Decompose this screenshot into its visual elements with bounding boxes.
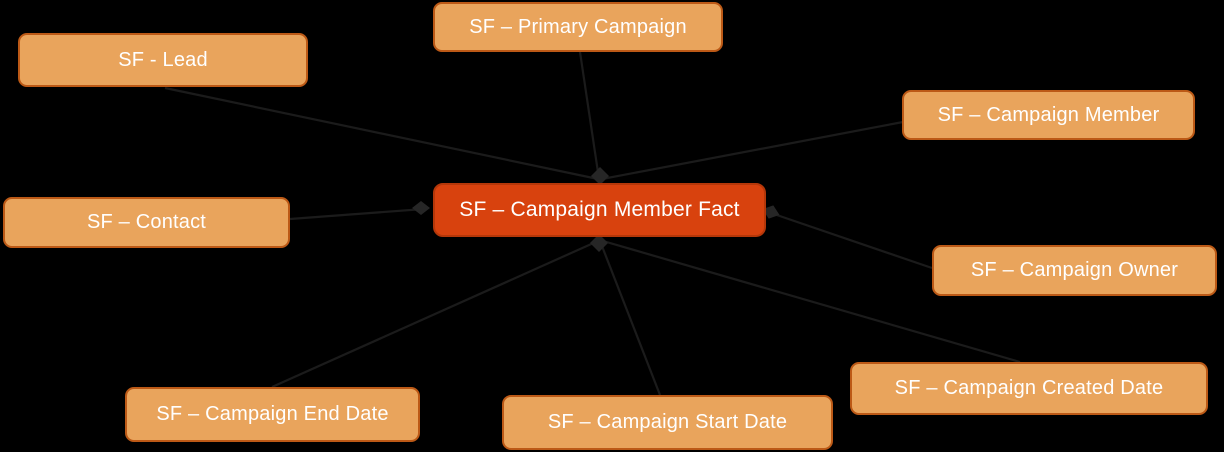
node-sf-campaign-owner: SF – Campaign Owner xyxy=(932,245,1217,296)
connector-campaign-end-date xyxy=(271,239,599,389)
connector-lead xyxy=(164,86,599,181)
node-sf-campaign-end-date: SF – Campaign End Date xyxy=(125,387,420,442)
connector-campaign-created-date xyxy=(602,239,1021,364)
connector-campaign-owner xyxy=(767,210,933,270)
arrowhead-left-anchor xyxy=(412,201,430,215)
node-sf-lead: SF - Lead xyxy=(18,33,308,87)
node-sf-contact: SF – Contact xyxy=(3,197,290,248)
node-sf-primary-campaign: SF – Primary Campaign xyxy=(433,2,723,52)
connector-contact xyxy=(289,207,425,221)
connector-campaign-start-date xyxy=(598,240,662,396)
node-sf-campaign-member-fact: SF – Campaign Member Fact xyxy=(433,183,766,237)
arrowhead-bottom-anchor xyxy=(590,234,608,252)
node-sf-campaign-created-date: SF – Campaign Created Date xyxy=(850,362,1208,415)
connector-primary-campaign xyxy=(578,51,601,180)
node-sf-campaign-start-date: SF – Campaign Start Date xyxy=(502,395,833,450)
arrowhead-top-anchor xyxy=(591,167,609,185)
connector-campaign-member xyxy=(601,120,904,181)
node-sf-campaign-member: SF – Campaign Member xyxy=(902,90,1195,140)
arrowhead-right-anchor xyxy=(762,205,780,219)
